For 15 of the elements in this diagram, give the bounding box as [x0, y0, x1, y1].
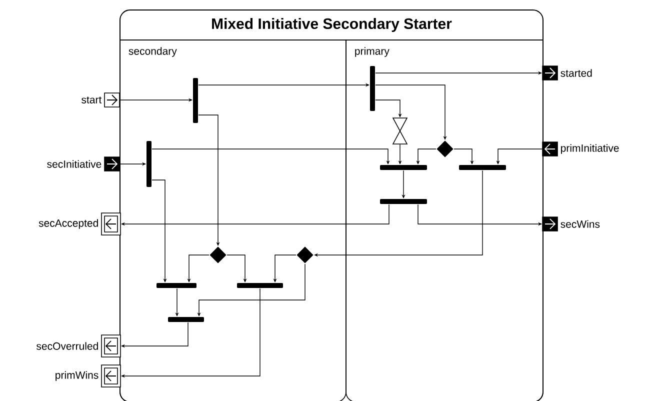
pin-label: start	[82, 96, 102, 104]
pin-label: secOverruled	[36, 342, 98, 350]
decision-diamond	[296, 246, 314, 264]
swimlane: secondary	[120, 40, 346, 401]
pin-label: secWins	[560, 220, 600, 228]
hourglass-icon	[392, 118, 408, 144]
pin-label: secInitiative	[47, 160, 102, 168]
swimlane: primary	[346, 40, 544, 401]
decision-diamond	[436, 140, 454, 158]
pin-label: primWins	[56, 371, 98, 381]
decision-diamond	[210, 246, 226, 264]
pin-label: started	[560, 69, 592, 77]
title: Mixed Initiative Secondary Starter	[212, 18, 452, 32]
pin-label: secAccepted	[38, 219, 98, 229]
pin-label: primInitiative	[561, 144, 619, 154]
